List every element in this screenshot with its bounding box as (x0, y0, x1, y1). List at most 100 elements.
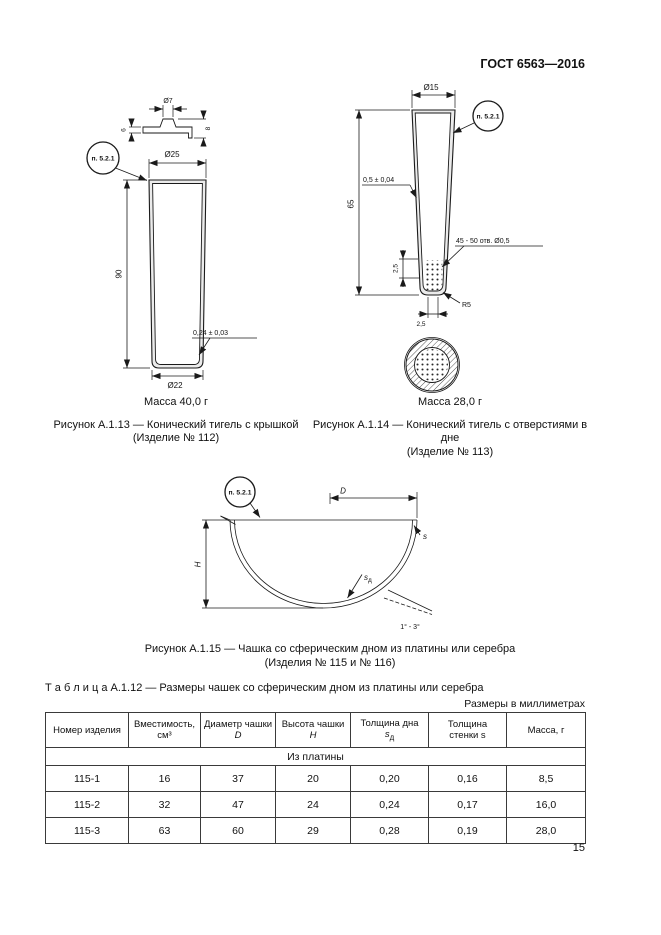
clause-callout: п. 5.2.1 (86, 141, 148, 181)
fig115-caption2: (Изделия № 115 и № 116) (264, 656, 396, 669)
crucible-lid: Ø7 6 8 (121, 98, 212, 147)
dim-height: 90 (115, 269, 124, 278)
dim-diameter-group: D (329, 487, 418, 518)
cell: 37 (200, 765, 276, 792)
dim-lid-right: 8 (205, 126, 212, 130)
cell: 0,19 (428, 817, 507, 844)
table-row: 115-1 16 37 20 0,20 0,16 8,5 (45, 765, 586, 792)
dim-lid-diameter: Ø7 (163, 98, 172, 105)
table-section-row: Из платины (45, 747, 586, 766)
dim-wall-thickness: 0,24 ± 0,03 (193, 330, 228, 337)
fig115-caption: Рисунок А.1.15 — Чашка со сферическим дн… (144, 643, 516, 655)
section-label: Из платины (45, 747, 586, 766)
figure-a115-caption-block: Рисунок А.1.15 — Чашка со сферическим дн… (125, 643, 535, 670)
fig113-caption: Рисунок А.1.13 — Конический тигель с кры… (53, 418, 299, 431)
dim-bottom-width: 2,5 (416, 321, 425, 328)
dim-zone-height: 2,5 (393, 264, 400, 273)
th-product-number: Номер изделия (45, 712, 129, 748)
cell: 29 (275, 817, 351, 844)
dim-bottom-diameter-group: Ø22 (151, 370, 204, 390)
fig114-mass: Масса 28,0 г (417, 396, 483, 408)
dim-height-group: H (194, 519, 323, 609)
cell: 115-3 (45, 817, 129, 844)
dish-body (220, 515, 418, 609)
dim-height: 65 (347, 199, 356, 208)
table-title: Т а б л и ц а А.1.12 — Размеры чашек со … (45, 682, 484, 694)
cell: 20 (275, 765, 351, 792)
callout-label: п. 5.2.1 (92, 156, 115, 163)
dim-lid-left: 6 (121, 128, 128, 132)
cell: 0,16 (428, 765, 507, 792)
page-number: 15 (572, 842, 585, 854)
holes-note-group: 45 - 50 отв. Ø0,5 (441, 238, 543, 268)
holes-note: 45 - 50 отв. Ø0,5 (456, 238, 510, 245)
dim-wall-thickness-group: s (413, 525, 427, 541)
dim-height-group: 65 (347, 109, 419, 296)
dim-bottom-diameter: Ø22 (167, 381, 183, 390)
dim-wall-thickness-group: 0,24 ± 0,03 (192, 330, 257, 356)
figure-a115-drawing: п. 5.2.1 D H s sд (194, 476, 433, 631)
table-units-note: Размеры в миллиметрах (464, 698, 585, 710)
crucible-body (148, 179, 207, 369)
cell: 24 (275, 791, 351, 818)
cell: 16 (128, 765, 201, 792)
bottom-view (404, 337, 460, 393)
cell: 32 (128, 791, 201, 818)
dim-wall-thickness-group: 0,5 ± 0,04 (362, 177, 417, 199)
cell: 0,24 (350, 791, 429, 818)
dim-wall-thickness: 0,5 ± 0,04 (363, 177, 394, 184)
fig114-caption2: (Изделие № 113) (406, 445, 494, 458)
dim-wall: s (423, 532, 427, 541)
cell: 0,20 (350, 765, 429, 792)
dim-top-diameter-group: Ø15 (411, 83, 456, 108)
callout-label: п. 5.2.1 (229, 490, 252, 497)
dim-top-diameter: Ø15 (423, 83, 439, 92)
dim-bottom-width-group: 2,5 (416, 297, 448, 328)
dim-diameter: D (340, 487, 346, 496)
cell: 63 (128, 817, 201, 844)
fig114-caption: Рисунок А.1.14 — Конический тигель с отв… (312, 418, 588, 445)
dim-height-group: 90 (115, 179, 150, 369)
dim-radius-group: R5 (442, 292, 471, 309)
th-mass: Масса, г (506, 712, 586, 748)
cell: 60 (200, 817, 276, 844)
cell: 8,5 (506, 765, 586, 792)
table-row: 115-2 32 47 24 0,24 0,17 16,0 (45, 791, 586, 818)
figure-a114-drawing: Ø15 п. 5.2.1 65 0,5 ± 0,04 45 - 50 отв. … (347, 83, 543, 393)
callout-label: п. 5.2.1 (477, 114, 500, 121)
cell: 0,28 (350, 817, 429, 844)
cell: 16,0 (506, 791, 586, 818)
cell: 115-1 (45, 765, 129, 792)
cell: 47 (200, 791, 276, 818)
clause-callout: п. 5.2.1 (452, 100, 504, 134)
dim-angle-group: 1° - 3° (383, 589, 433, 631)
dim-radius: R5 (462, 302, 471, 309)
dim-top-diameter: Ø25 (164, 150, 180, 159)
cell: 28,0 (506, 817, 586, 844)
figure-a113-drawing: Ø7 6 8 п. 5.2.1 Ø25 (86, 98, 257, 390)
crucible-body (411, 109, 456, 296)
holes-zone (423, 260, 443, 291)
cell: 115-2 (45, 791, 129, 818)
table-row: 115-3 63 60 29 0,28 0,19 28,0 (45, 817, 586, 844)
dimensions-table: Номер изделия Вместимость,см³ Диаметр ча… (45, 712, 586, 844)
dim-zone-height-group: 2,5 (393, 250, 420, 287)
fig113-caption2: (Изделие № 112) (132, 432, 220, 444)
dim-bottom-thickness-group: sд (347, 573, 372, 599)
figure-a114-caption-block: Масса 28,0 г Рисунок А.1.14 — Конический… (312, 396, 588, 459)
figure-a113-caption-block: Масса 40,0 г Рисунок А.1.13 — Конический… (40, 396, 312, 446)
standard-number: ГОСТ 6563—2016 (480, 57, 585, 71)
dim-angle: 1° - 3° (400, 623, 420, 631)
dim-bottom-thickness: sд (364, 573, 372, 584)
clause-callout: п. 5.2.1 (224, 476, 261, 518)
dim-top-diameter-group: Ø25 (148, 150, 207, 178)
cell: 0,17 (428, 791, 507, 818)
dim-height: H (194, 561, 203, 567)
th-capacity: Вместимость,см³ (128, 712, 201, 748)
fig113-mass: Масса 40,0 г (143, 396, 209, 408)
